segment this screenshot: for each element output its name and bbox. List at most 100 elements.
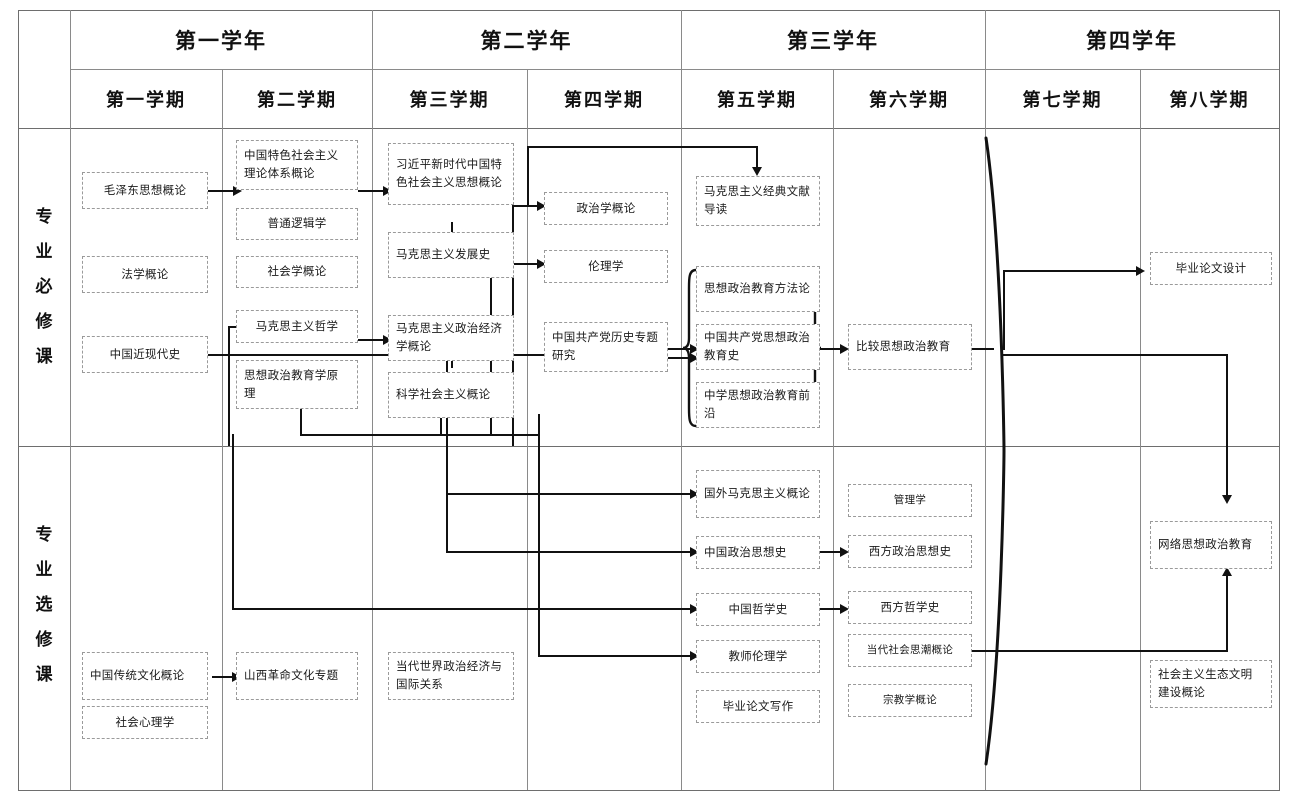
grid-h-rowdiv <box>18 446 1280 447</box>
course-box-required-t3-2[interactable]: 马克思主义政治经济学概论 <box>388 315 514 361</box>
arrow-spine-to-wlsz <box>1222 495 1232 504</box>
course-box-elective-t2-0[interactable]: 山西革命文化专题 <box>236 652 358 700</box>
arrow-term3-to-llx <box>537 259 546 269</box>
header-term-8: 第八学期 <box>1169 89 1250 111</box>
course-box-required-t1-0[interactable]: 毛泽东思想概论 <box>82 172 208 209</box>
course-box-required-t5-2[interactable]: 中国共产党思想政治教育史 <box>696 324 820 370</box>
row-label-required-char-3: 修 <box>35 311 53 332</box>
arrow-zgzxs-to-xfzxs <box>840 604 849 614</box>
course-box-required-t3-0[interactable]: 习近平新时代中国特色社会主义思想概论 <box>388 143 514 205</box>
course-box-required-t2-4[interactable]: 思想政治教育学原理 <box>236 360 358 409</box>
header-year-2: 第二学年 <box>480 27 573 53</box>
course-box-required-t3-3[interactable]: 科学社会主义概论 <box>388 372 514 418</box>
row-label-elective-char-3: 修 <box>35 629 53 650</box>
course-box-elective-t6-2[interactable]: 西方哲学史 <box>848 591 972 624</box>
header-term-7: 第七学期 <box>1022 89 1103 111</box>
course-box-required-t3-1[interactable]: 马克思主义发展史 <box>388 232 514 278</box>
course-box-required-t2-0[interactable]: 中国特色社会主义理论体系概论 <box>236 140 358 190</box>
course-box-required-t2-3[interactable]: 马克思主义哲学 <box>236 310 358 343</box>
course-box-required-t2-1[interactable]: 普通逻辑学 <box>236 208 358 240</box>
conn-ddshsc-h <box>972 650 996 652</box>
course-box-elective-t1-1[interactable]: 社会心理学 <box>82 706 208 739</box>
row-label-required: 专 业 必 修 课 <box>18 128 70 446</box>
course-box-elective-t1-0[interactable]: 中国传统文化概论 <box>82 652 208 700</box>
arrow-into-brace-left <box>690 353 699 363</box>
conn-spine-to-wlsz-v <box>1226 354 1228 498</box>
course-box-elective-t5-1[interactable]: 中国政治思想史 <box>696 536 820 569</box>
course-box-elective-t6-1[interactable]: 西方政治思想史 <box>848 535 972 568</box>
arrow-zgzzsxs-to-xfzzsxs <box>840 547 849 557</box>
arrow-spine-to-byln <box>1136 266 1145 276</box>
grid-v-right <box>1279 10 1280 790</box>
header-year-3: 第三学年 <box>787 27 879 53</box>
grid-v-label <box>70 10 71 790</box>
course-box-elective-t6-3[interactable]: 当代社会思潮概论 <box>848 634 972 667</box>
course-box-required-t5-1[interactable]: 思想政治教育方法论 <box>696 266 820 312</box>
conn-ddshsc-h2 <box>996 650 1228 652</box>
grid-h-term <box>18 128 1280 129</box>
row-label-required-char-2: 必 <box>35 276 53 297</box>
grid-v-left <box>18 10 19 790</box>
conn-mkszzjj-to-kxshzy <box>451 354 453 368</box>
grid-v-t1 <box>222 69 223 790</box>
course-box-required-t4-1[interactable]: 伦理学 <box>544 250 668 283</box>
grid-v-y3 <box>985 10 986 790</box>
course-box-elective-t6-4[interactable]: 宗教学概论 <box>848 684 972 717</box>
brace-year4-span <box>982 136 1008 766</box>
conn-ddshsc-v <box>1226 576 1228 652</box>
course-box-required-t5-3[interactable]: 中学思想政治教育前沿 <box>696 382 820 428</box>
conn-zgzzsxs-v <box>446 493 448 553</box>
conn-kxshzy-down <box>440 414 442 434</box>
conn-left-rail-h <box>232 608 694 610</box>
arrow-ddshsc-to-wlsz <box>1222 567 1232 576</box>
conn-down-to-mksjd <box>756 146 758 170</box>
course-box-elective-t5-2[interactable]: 中国哲学史 <box>696 593 820 626</box>
course-box-required-t4-2[interactable]: 中国共产党历史专题研究 <box>544 322 668 372</box>
course-box-required-t6-0[interactable]: 比较思想政治教育 <box>848 324 972 370</box>
conn-into-brace-left <box>668 357 694 359</box>
grid-v-t7 <box>1140 69 1141 790</box>
course-box-elective-t6-0[interactable]: 管理学 <box>848 484 972 517</box>
conn-term3-to-zzx <box>512 205 540 207</box>
course-box-elective-t5-3[interactable]: 教师伦理学 <box>696 640 820 673</box>
course-box-elective-t8-0[interactable]: 网络思想政治教育 <box>1150 521 1272 569</box>
arrow-term3-to-zzx <box>537 201 546 211</box>
grid-h-year <box>70 69 1280 70</box>
course-box-required-t5-0[interactable]: 马克思主义经典文献导读 <box>696 176 820 226</box>
conn-gwmks-v <box>446 360 448 495</box>
course-box-elective-t5-4[interactable]: 毕业论文写作 <box>696 690 820 723</box>
course-box-required-t4-0[interactable]: 政治学概论 <box>544 192 668 225</box>
course-box-required-t1-1[interactable]: 法学概论 <box>82 256 208 293</box>
arrow-to-gwmks <box>690 489 699 499</box>
course-box-required-t1-2[interactable]: 中国近现代史 <box>82 336 208 373</box>
conn-mao-to-zgts <box>208 190 236 192</box>
conn-bjsz-to-spine <box>972 348 994 350</box>
course-box-required-t8-0[interactable]: 毕业论文设计 <box>1150 252 1272 285</box>
arrow-to-jsllx <box>690 651 699 661</box>
header-term-3: 第三学期 <box>409 89 490 111</box>
row-label-elective-char-2: 选 <box>35 594 53 615</box>
course-box-elective-t8-1[interactable]: 社会主义生态文明建设概论 <box>1150 660 1272 708</box>
conn-gwmks-h <box>446 493 694 495</box>
arrow-down-to-mksjd <box>752 167 762 176</box>
conn-left-rail-v <box>232 434 234 610</box>
header-year-4: 第四学年 <box>1086 27 1178 53</box>
header-term-2: 第二学期 <box>257 89 337 111</box>
grid-h-top <box>18 10 1280 11</box>
grid-v-y1 <box>372 10 373 790</box>
conn-spine-vert-upper <box>1003 270 1005 350</box>
brace-term5-left <box>682 268 698 428</box>
conn-top-rail-riser <box>527 146 529 206</box>
course-box-elective-t3-0[interactable]: 当代世界政治经济与国际关系 <box>388 652 514 700</box>
conn-xjp-to-mksfz <box>451 222 453 236</box>
conn-zgzxs-to-xfzxs <box>820 608 844 610</box>
course-box-elective-t5-0[interactable]: 国外马克思主义概论 <box>696 470 820 518</box>
conn-stub-mkszx-down <box>228 326 230 446</box>
conn-term3-bottom-rail <box>372 434 540 436</box>
grid-v-t3 <box>527 69 528 790</box>
conn-term3-to-llx <box>490 263 540 265</box>
grid-h-bottom <box>18 790 1280 791</box>
header-term-1: 第一学期 <box>106 89 186 111</box>
course-box-required-t2-2[interactable]: 社会学概论 <box>236 256 358 288</box>
